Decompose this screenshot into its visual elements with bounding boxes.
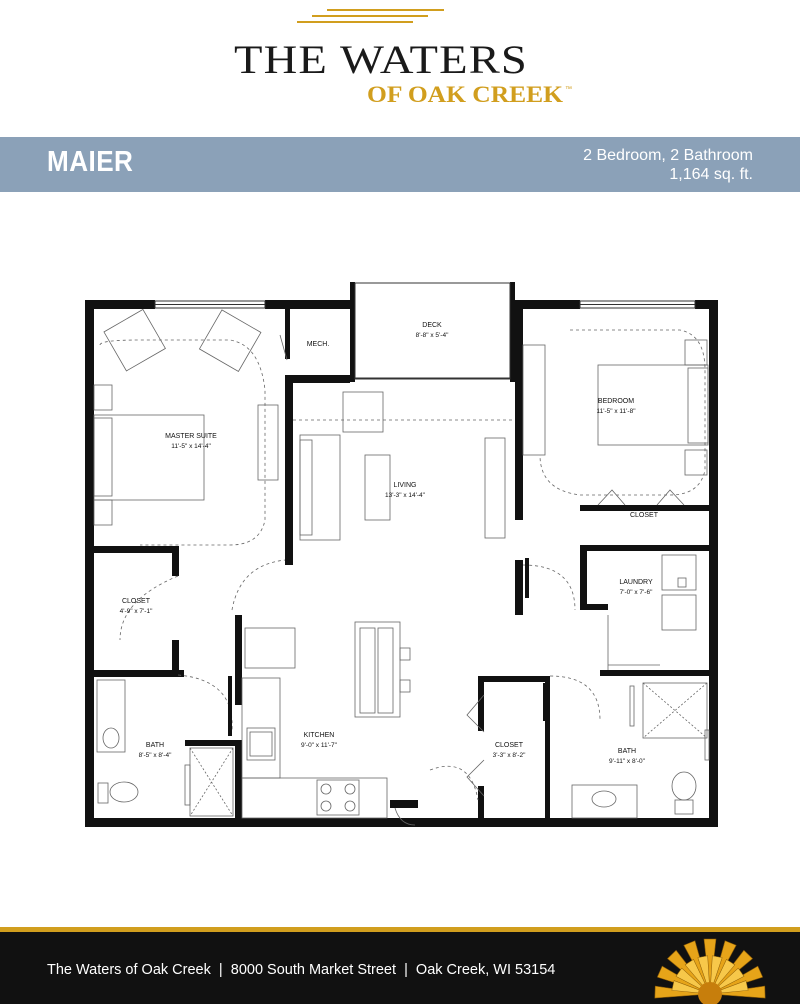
dims-bath-master: 8'-5" x 8'-4" xyxy=(139,752,172,759)
label-deck: DECK xyxy=(422,322,442,329)
deck xyxy=(354,282,511,380)
dims-bedroom: 11'-5" x 11'-8" xyxy=(596,408,636,415)
label-mech: MECH. xyxy=(307,341,330,348)
floor-plan: DECK 8'-8" x 5'-4" MECH. MASTER SUITE 11… xyxy=(85,282,718,827)
dims-bath-second: 9'-11" x 8'-0" xyxy=(609,758,646,765)
flower-icon xyxy=(654,938,766,1004)
footer-name: The Waters of Oak Creek xyxy=(47,962,211,978)
footer-street: 8000 South Market Street xyxy=(230,962,397,978)
dims-laundry: 7'-0" x 7'-6" xyxy=(620,589,653,596)
label-bath-master: BATH xyxy=(146,742,164,749)
label-living: LIVING xyxy=(394,482,417,489)
logo-trademark: ™ xyxy=(565,86,572,93)
dims-kitchen: 9'-0" x 11'-7" xyxy=(301,742,338,749)
label-closet-entry: CLOSET xyxy=(495,742,524,749)
footer-city: Oak Creek, WI 53154 xyxy=(415,962,556,978)
door-leaves xyxy=(228,558,608,736)
plan-meta: 2 Bedroom, 2 Bathroom 1,164 sq. ft. xyxy=(583,146,753,184)
dims-deck: 8'-8" x 5'-4" xyxy=(416,332,449,339)
footer-separator: | xyxy=(404,962,408,978)
logo-swoosh-lines xyxy=(297,9,444,23)
dims-closet-master: 4'-9" x 7'-1" xyxy=(120,608,153,615)
window-bands xyxy=(154,300,696,309)
room-labels: DECK 8'-8" x 5'-4" MECH. MASTER SUITE 11… xyxy=(120,322,659,765)
label-closet-bedroom: CLOSET xyxy=(630,512,659,519)
label-bedroom: BEDROOM xyxy=(598,398,634,405)
dims-master-suite: 11'-5" x 14'-4" xyxy=(171,443,211,450)
plan-name: MAIER xyxy=(47,146,134,178)
footer-address: The Waters of Oak Creek | 8000 South Mar… xyxy=(47,962,555,978)
label-kitchen: KITCHEN xyxy=(304,732,335,739)
footer: The Waters of Oak Creek | 8000 South Mar… xyxy=(0,927,800,1004)
plan-area: 1,164 sq. ft. xyxy=(669,166,753,183)
label-bath-second: BATH xyxy=(618,748,636,755)
title-band xyxy=(0,137,800,192)
exterior-walls xyxy=(85,282,718,827)
logo-line1: THE WATERS xyxy=(234,37,528,82)
label-closet-master: CLOSET xyxy=(122,598,151,605)
logo-line2: OF OAK CREEK xyxy=(367,82,563,107)
dims-closet-entry: 3'-3" x 8'-2" xyxy=(493,752,526,759)
furniture xyxy=(93,308,710,826)
plan-layout: 2 Bedroom, 2 Bathroom xyxy=(583,147,753,164)
footer-separator: | xyxy=(218,962,223,978)
label-master-suite: MASTER SUITE xyxy=(165,433,217,440)
label-laundry: LAUNDRY xyxy=(619,579,653,586)
dims-living: 13'-3" x 14'-4" xyxy=(385,492,426,499)
brand-logo: THE WATERS OF OAK CREEK ™ xyxy=(234,9,572,107)
interior-walls xyxy=(94,300,709,818)
